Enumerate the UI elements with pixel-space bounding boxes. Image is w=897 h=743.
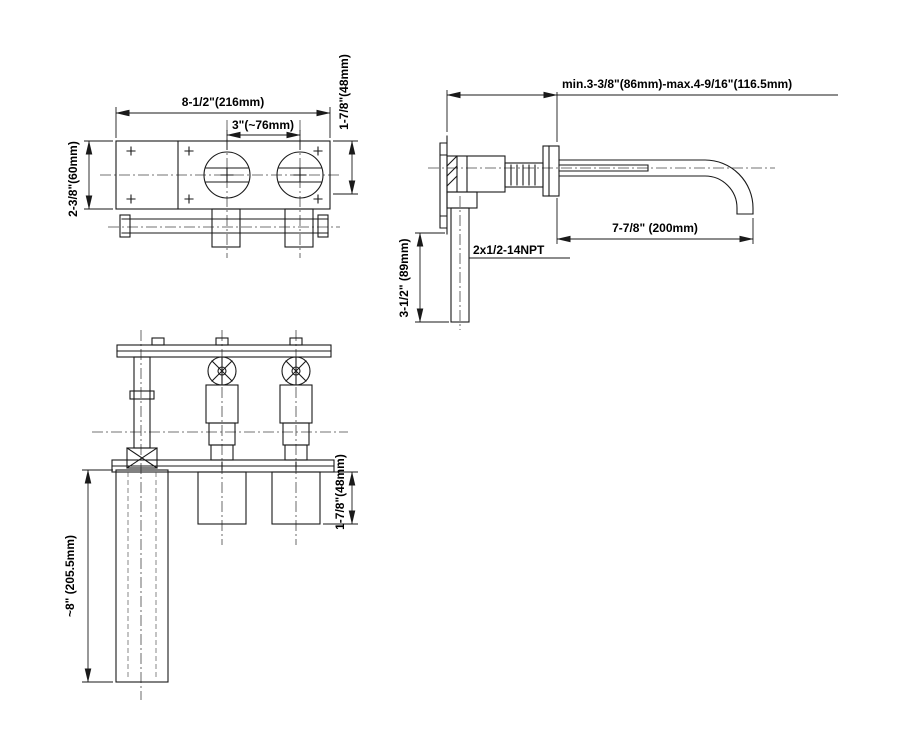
dim-label-trim-height: 1-7/8"(48mm) [333, 454, 347, 530]
side-view: min.3-3/8"(86mm)-max.4-9/16"(116.5mm) 7-… [397, 77, 838, 330]
plan-view: 8-1/2"(216mm) 3"(~76mm) 2-3/8"(60mm) 1-7… [66, 54, 358, 258]
front-hidden-lines [127, 472, 157, 680]
plan-geometry [115, 140, 331, 248]
side-dimension-lines [415, 90, 838, 323]
dim-label-inlet-thread: 2x1/2-14NPT [473, 243, 545, 257]
dim-label-plate-width: 8-1/2"(216mm) [182, 95, 264, 109]
front-centerlines [92, 330, 348, 700]
dim-label-wall-depth-range: min.3-3/8"(86mm)-max.4-9/16"(116.5mm) [562, 77, 792, 91]
side-geometry [439, 135, 754, 323]
dim-label-spout-reach: 7-7/8" (200mm) [612, 221, 698, 235]
dim-label-valve-height: 1-7/8"(48mm) [337, 54, 351, 130]
dim-label-handle-spacing: 3"(~76mm) [232, 118, 294, 132]
plan-dimension-lines [84, 107, 358, 210]
front-dimension-lines [82, 469, 358, 683]
dim-label-inlet-drop: 3-1/2" (89mm) [397, 238, 411, 317]
dim-label-plate-height: 2-3/8"(60mm) [66, 141, 80, 217]
front-geometry [111, 337, 335, 683]
front-view: ~8" (205.5mm) 1-7/8"(48mm) [63, 330, 358, 700]
side-centerlines [428, 167, 775, 330]
dim-label-tube-length: ~8" (205.5mm) [63, 535, 77, 617]
